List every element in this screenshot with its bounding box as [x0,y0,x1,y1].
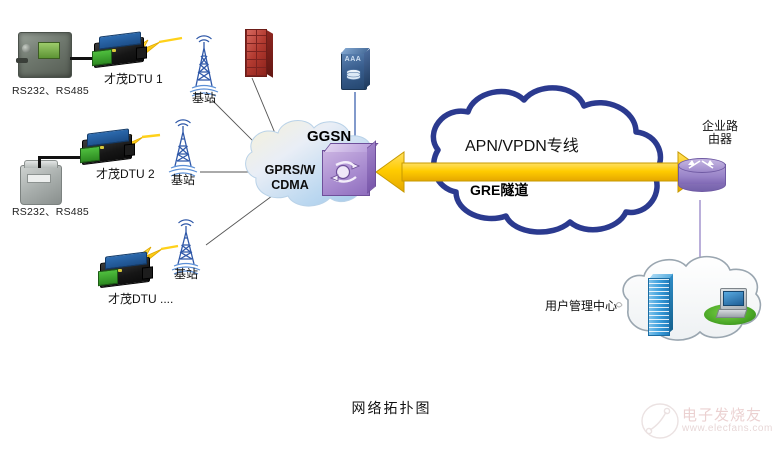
ggsn-router-icon [322,140,379,196]
meter-device-2-icon [20,160,62,205]
apn-vpdn-label: APN/VPDN专线 [465,138,579,155]
meter-device-1-icon [16,32,72,78]
aaa-server-label: AAA [344,56,362,63]
serial-label-1: RS232、RS485 [12,85,89,97]
user-center-label: 用户管理中心 [545,299,618,313]
dtu-device-1-icon [90,31,148,69]
dtu-label-2: 才茂DTU 2 [96,167,155,181]
server-rack-icon [648,272,674,336]
diagram-caption: 网络拓扑图 [351,402,432,417]
dtu-label-3: 才茂DTU .... [108,292,174,306]
gprs-cloud-label: GPRS/W CDMA [254,163,326,193]
serial-cable-2a [38,156,41,168]
enterprise-router-icon [678,158,726,192]
ggsn-label: GGSN [307,128,352,145]
firewall-icon [245,29,273,78]
gprs-cloud-line2: CDMA [271,177,309,192]
router-arrows-icon [688,160,714,169]
dtu-device-2-icon [78,128,136,166]
enterprise-router-label: 企业路 由器 [702,119,762,147]
enterprise-router-line1: 企业路 [702,119,739,133]
tower-label-3: 基站 [174,267,199,281]
dtu-device-3-icon [96,251,154,289]
apn-vpdn-cloud-shape [430,85,664,235]
base-station-towers [168,35,219,275]
router-circular-arrows-icon [329,161,361,183]
watermark-url: www.elecfans.com [682,423,773,434]
enterprise-router-line2: 由器 [708,132,733,147]
serial-cable-1 [70,57,102,60]
serial-label-2: RS232、RS485 [12,206,89,218]
dtu-label-1: 才茂DTU 1 [104,72,163,86]
gre-tunnel-arrow [375,151,707,193]
aaa-server-icon: AAA [340,48,371,92]
workstation-icon [704,288,756,326]
database-disc-icon [346,69,361,80]
serial-cable-2b [38,156,86,159]
gre-tunnel-label: GRE隧道 [470,182,529,198]
tower-label-2: 基站 [171,173,196,187]
tower-label-1: 基站 [192,91,217,105]
gprs-cloud-line1: GPRS/W [264,163,316,177]
